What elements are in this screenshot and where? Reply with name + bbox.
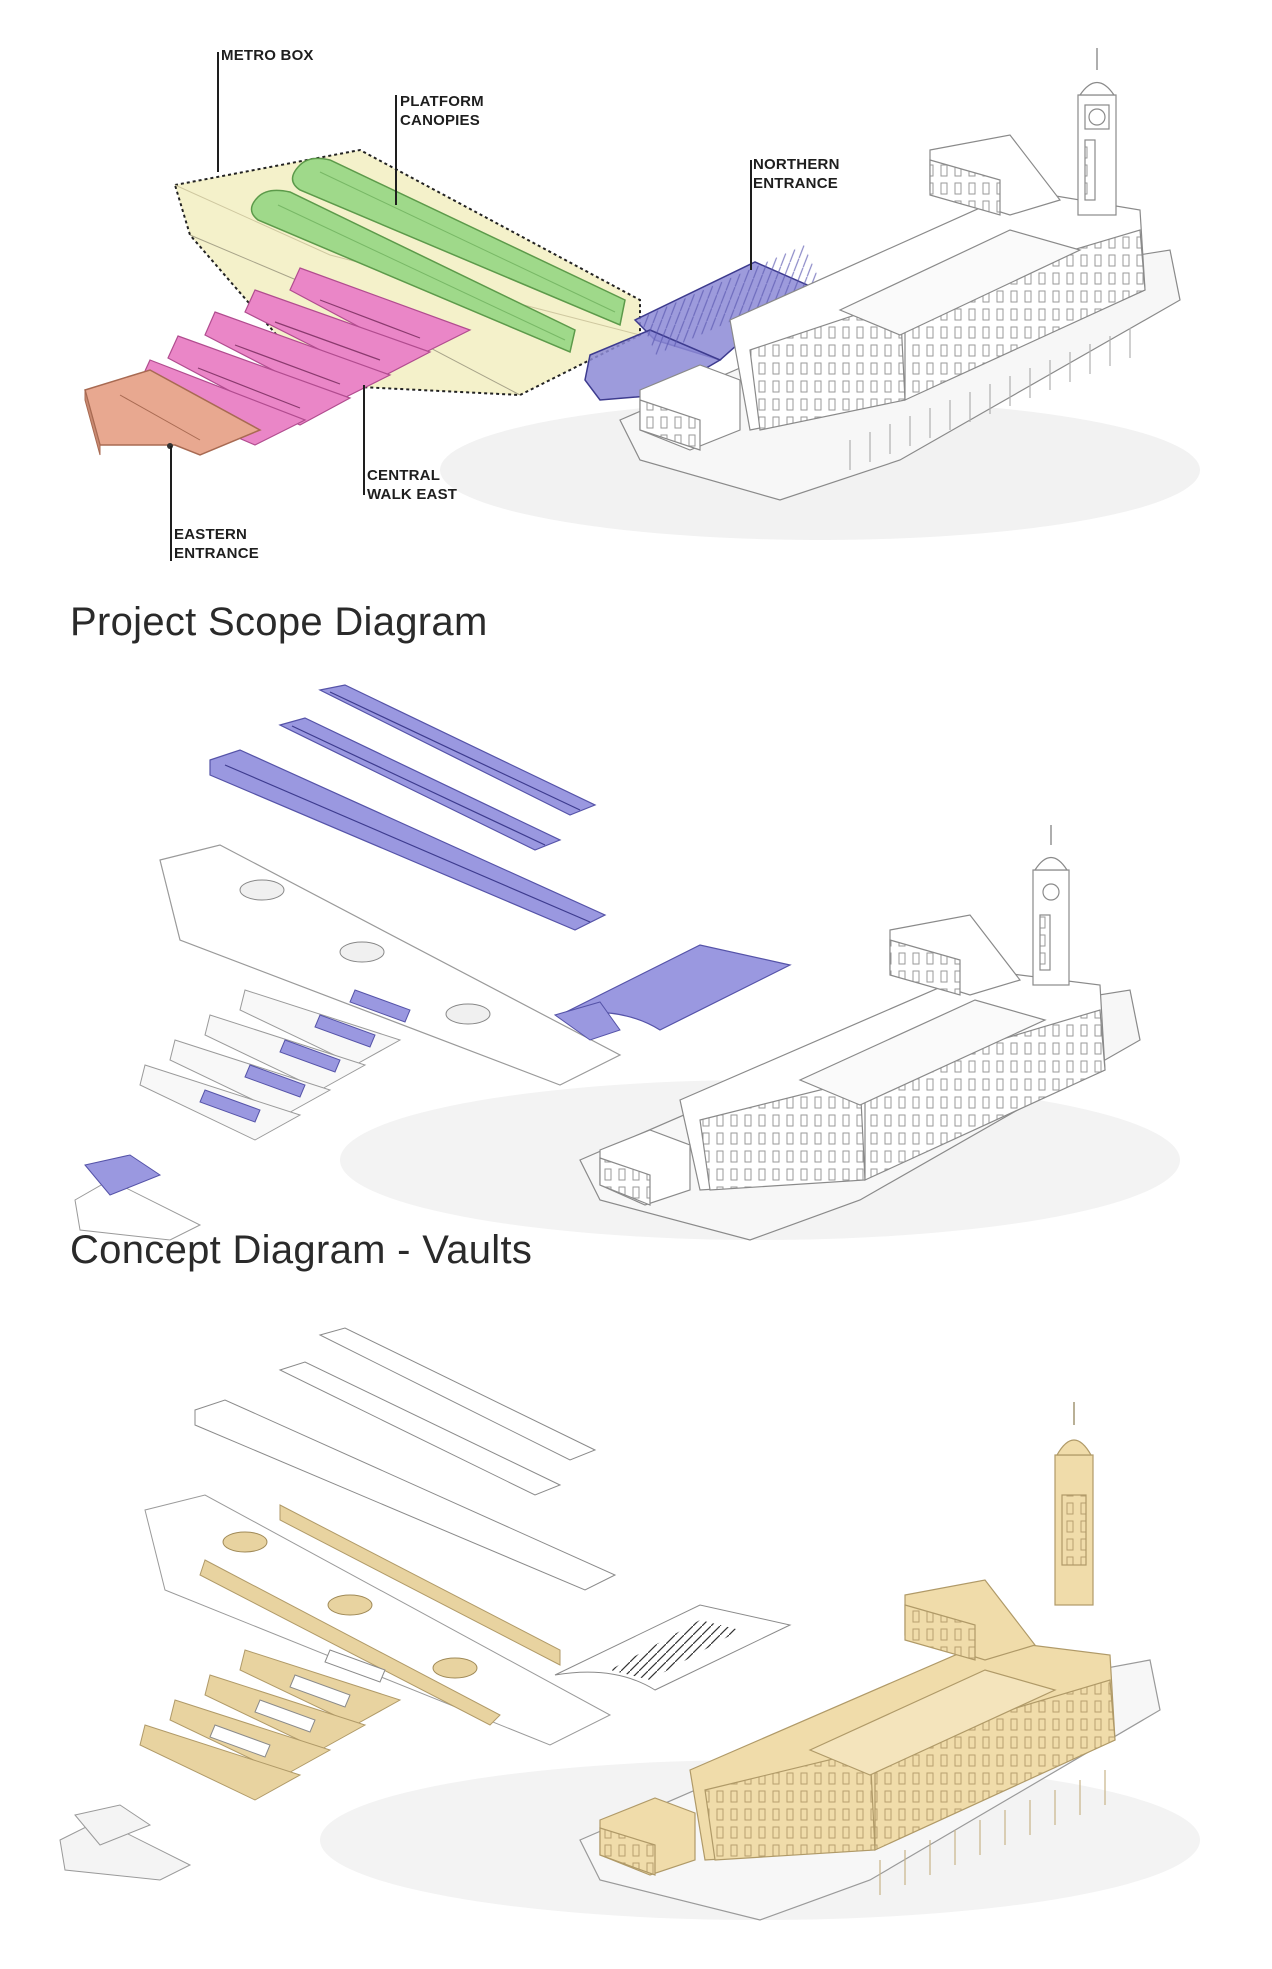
platform-canopies-label: PLATFORM CANOPIES — [400, 92, 484, 130]
northern-entrance-vault — [553, 944, 792, 1041]
northern-entrance-label: NORTHERN ENTRANCE — [753, 155, 840, 193]
central-walk-east-label: CENTRAL WALK EAST — [367, 466, 457, 504]
central-walk-east-shape — [139, 267, 472, 446]
platform-canopies-shape — [250, 157, 626, 354]
platform-canopies-label-line2: CANOPIES — [400, 112, 480, 129]
heritage-building — [619, 48, 1181, 501]
northern-entrance-3 — [554, 1604, 792, 1691]
heritage-building-2 — [579, 825, 1141, 1241]
concept-vaults-caption: Concept Diagram - Vaults — [70, 1228, 533, 1272]
northern-entrance-leader — [750, 160, 752, 270]
metro-box-label-text: METRO BOX — [221, 47, 314, 64]
eastern-entrance-label: EASTERN ENTRANCE — [174, 525, 259, 563]
central-walk-vaults — [139, 989, 411, 1141]
eastern-entrance-shape — [84, 369, 262, 456]
project-scope-caption: Project Scope Diagram — [70, 600, 488, 644]
platform-canopies-leader — [395, 95, 397, 205]
eastern-entrance-label-line2: ENTRANCE — [174, 545, 259, 562]
eastern-entrance-vaults — [74, 1154, 202, 1241]
metro-box-leader — [217, 52, 219, 172]
heritage-panel — [0, 1320, 1272, 1969]
central-walk-east-label-line1: CENTRAL — [367, 467, 441, 484]
metro-box-label: METRO BOX — [221, 46, 314, 65]
heritage-drawing — [59, 1327, 1200, 1921]
concept-vaults-drawing — [74, 684, 1180, 1241]
concourse-slab-3 — [144, 1494, 612, 1746]
eastern-entrance-leader — [170, 446, 172, 561]
canopy-outlines — [194, 1327, 617, 1591]
platform-canopies-label-line1: PLATFORM — [400, 93, 484, 110]
concept-vaults-panel: Concept Diagram - Vaults — [0, 680, 1272, 1290]
heritage-walls — [199, 1504, 561, 1726]
northern-entrance-label-line1: NORTHERN — [753, 156, 840, 173]
eastern-entrance-3 — [59, 1804, 192, 1881]
northern-entrance-label-line2: ENTRANCE — [753, 175, 838, 192]
project-scope-panel: METRO BOX PLATFORM CANOPIES NORTHERN ENT… — [0, 0, 1272, 650]
eastern-entrance-label-line1: EASTERN — [174, 526, 248, 543]
central-walk-east-leader — [363, 385, 365, 495]
central-walk-east-label-line2: WALK EAST — [367, 486, 458, 503]
concourse-slab — [159, 844, 622, 1086]
project-scope-drawing — [84, 48, 1200, 540]
vault-canopies — [209, 684, 607, 931]
central-walk-heritage — [139, 1649, 402, 1801]
heritage-building-3 — [579, 1402, 1161, 1921]
